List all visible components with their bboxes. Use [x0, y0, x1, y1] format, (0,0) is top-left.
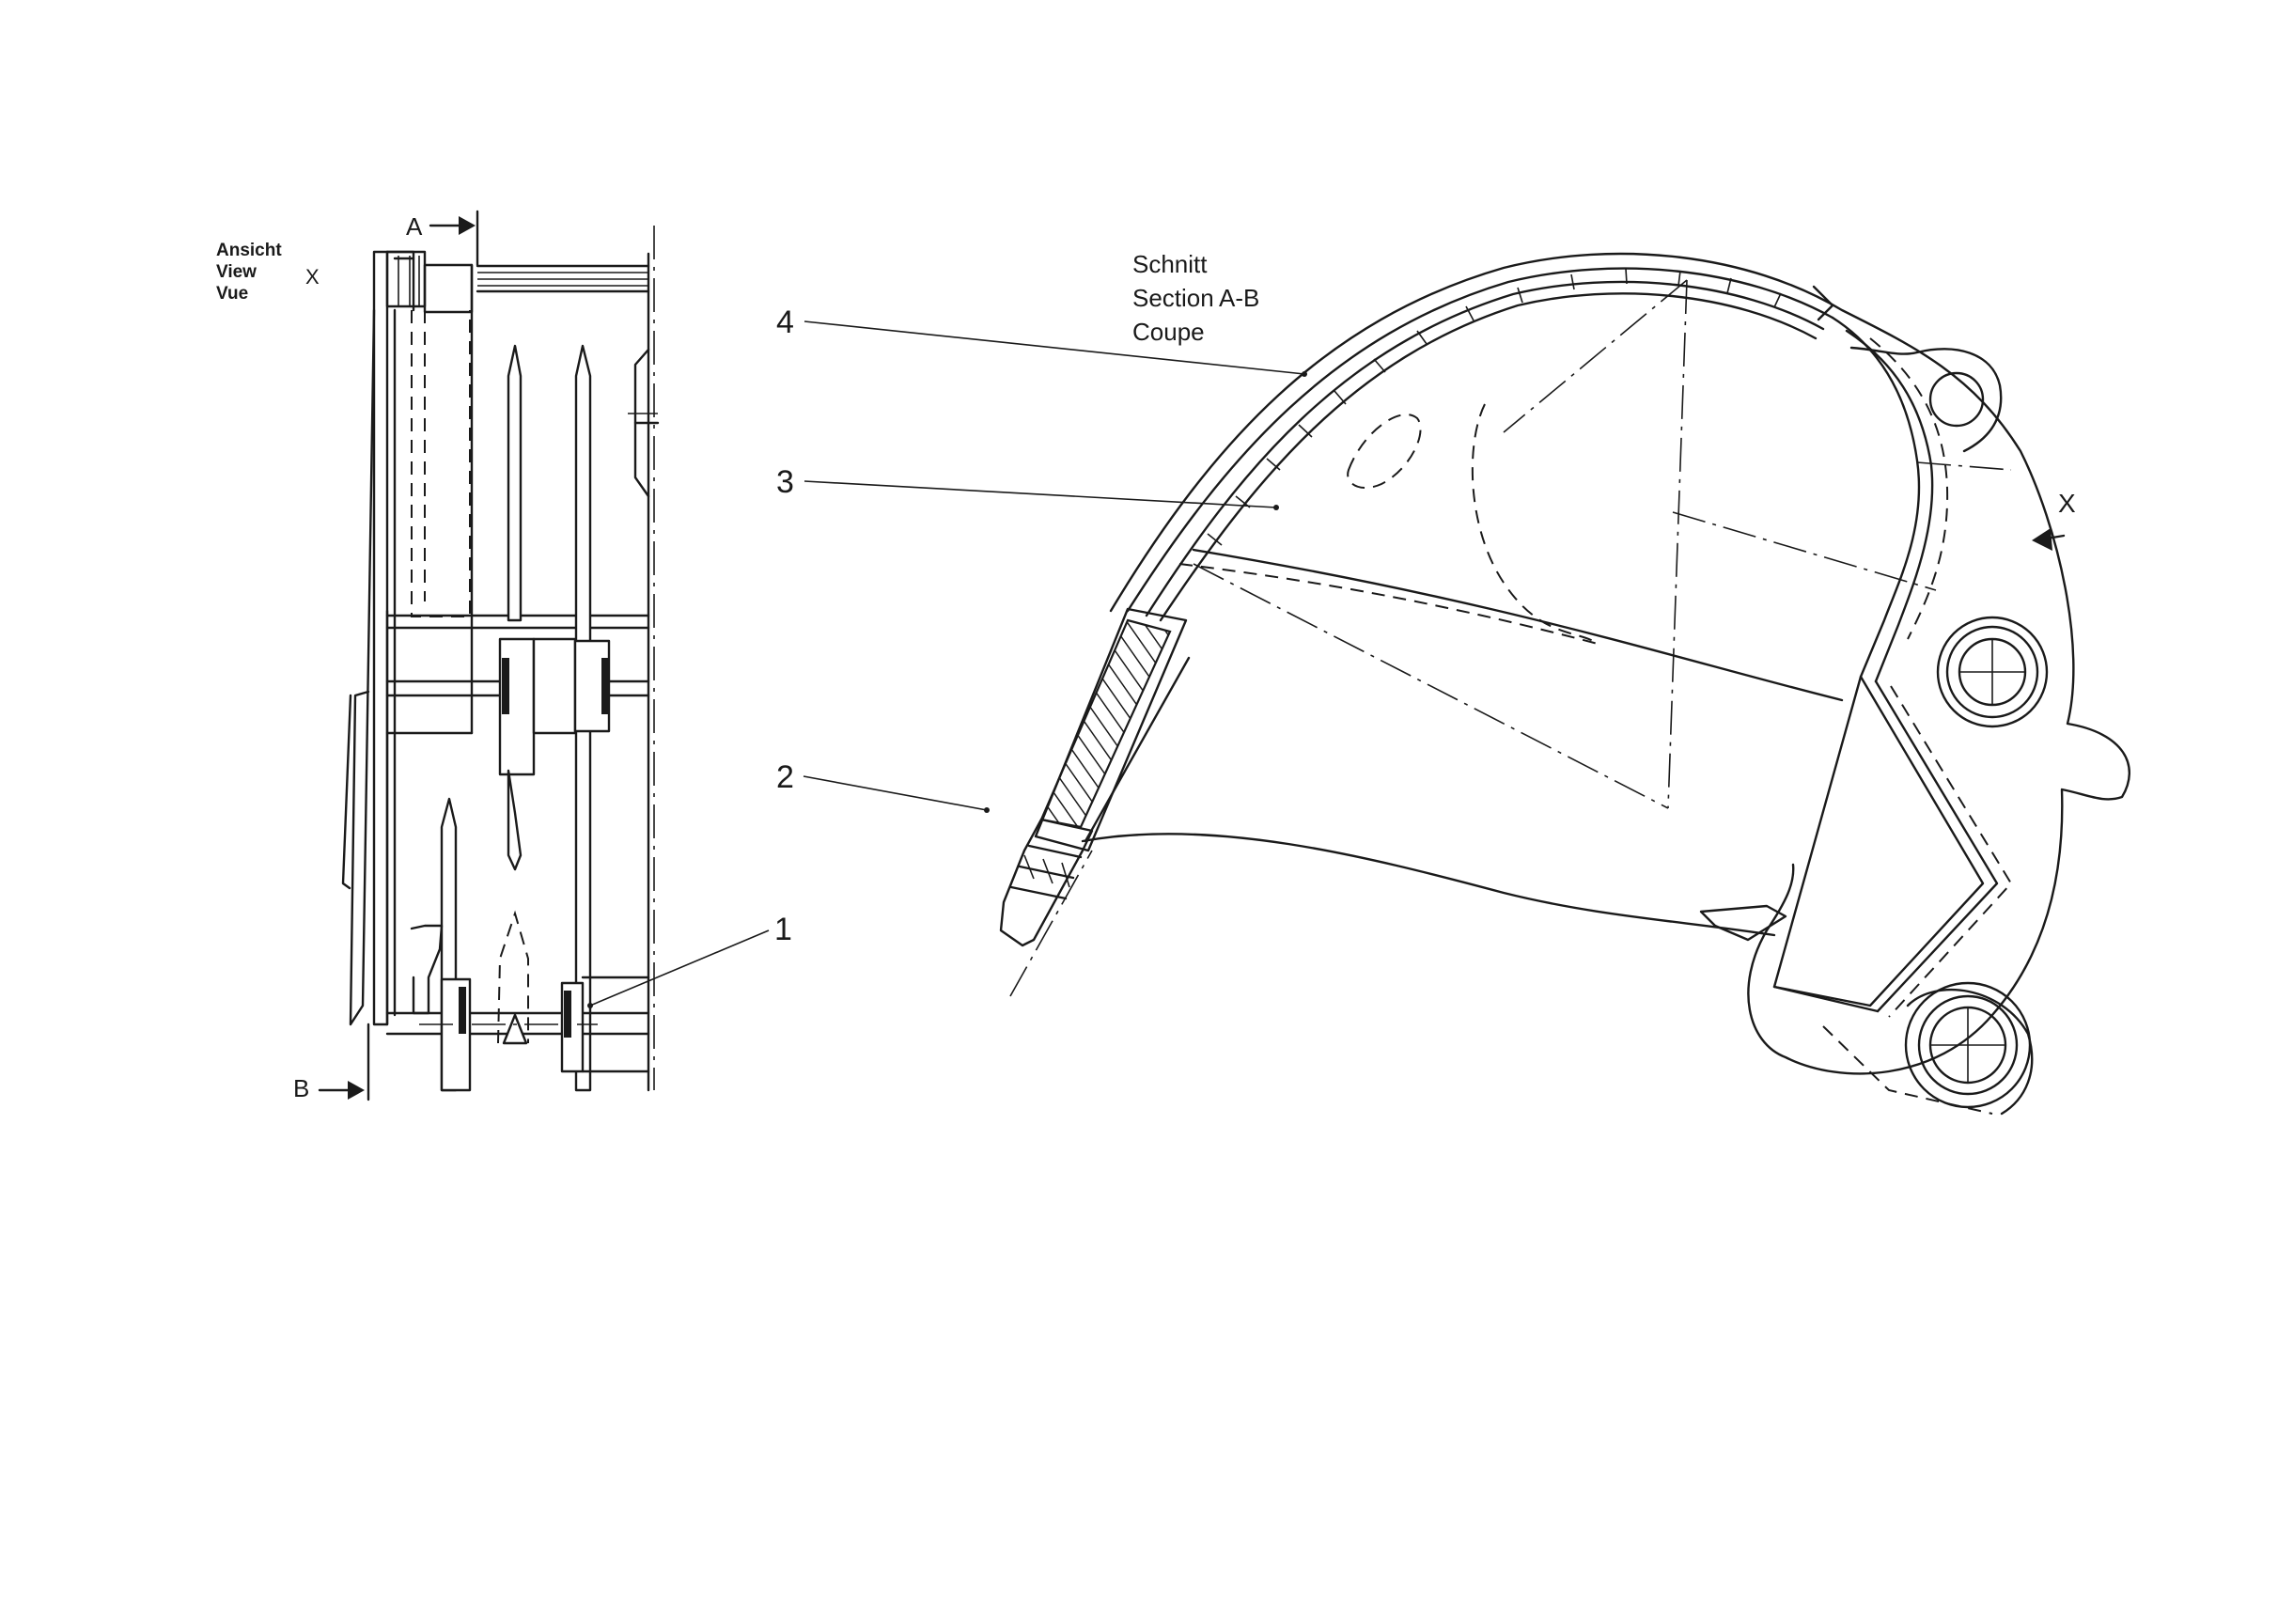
svg-text:X: X: [2058, 489, 2076, 518]
view-x-arrow: X: [2032, 489, 2076, 551]
callout-2: 2: [776, 759, 990, 813]
section-arrow-a: A: [406, 212, 476, 241]
svg-text:B: B: [293, 1074, 309, 1102]
svg-text:2: 2: [776, 759, 794, 795]
svg-text:Coupe: Coupe: [1132, 318, 1205, 346]
svg-text:A: A: [406, 212, 423, 241]
svg-text:3: 3: [776, 464, 794, 500]
svg-text:A-B: A-B: [1219, 284, 1259, 312]
svg-text:Ansicht: Ansicht: [216, 241, 282, 260]
svg-text:View: View: [216, 262, 257, 282]
view-x-label: Ansicht View Vue X: [216, 241, 320, 304]
callout-4: 4: [776, 304, 1307, 377]
section-ab-label: Schnitt Section Coupe A-B: [1132, 250, 1259, 346]
svg-text:X: X: [305, 265, 320, 289]
callout-3: 3: [776, 464, 1279, 510]
svg-text:1: 1: [774, 912, 792, 947]
svg-text:Schnitt: Schnitt: [1132, 250, 1208, 278]
svg-text:Section: Section: [1132, 284, 1214, 312]
callout-1: 1: [587, 912, 792, 1008]
svg-text:4: 4: [776, 304, 794, 340]
view-x-drawing: [341, 210, 660, 1101]
section-arrow-b: B: [293, 1074, 365, 1102]
section-ab-drawing: [999, 252, 2131, 1116]
svg-text:Vue: Vue: [216, 284, 248, 304]
